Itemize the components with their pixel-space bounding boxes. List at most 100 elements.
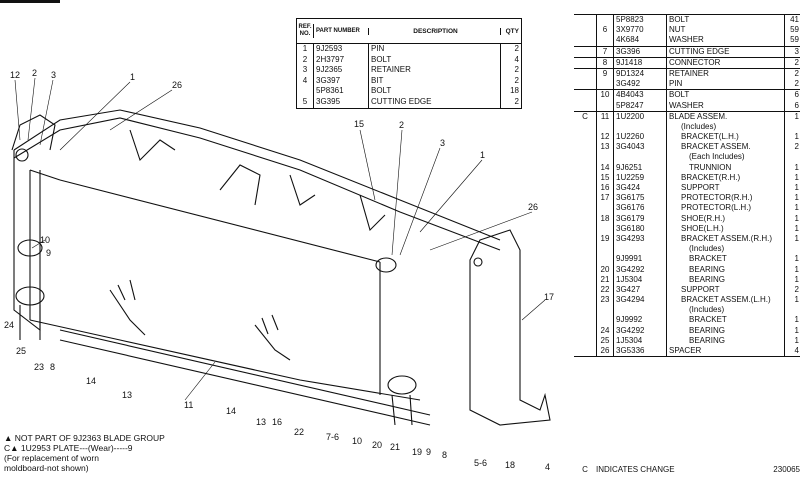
qty-cell (785, 122, 800, 132)
description-cell: SUPPORT (667, 284, 785, 296)
qty-cell: 1 (794, 193, 799, 203)
callout-16: 16 (272, 417, 282, 427)
part-number-cell: 5P8361 (314, 86, 369, 97)
callout-4: 4 (545, 462, 550, 472)
description-cell: BOLT (369, 86, 501, 97)
callout-3: 3 (51, 70, 56, 80)
qty-cell: 59 (790, 35, 799, 45)
change-cell (574, 254, 596, 264)
callout-15: 15 (354, 119, 364, 129)
change-marker: C (582, 465, 588, 474)
part-number-cell: 4B4043 (614, 90, 667, 101)
description-cell: BEARING (667, 325, 785, 336)
change-cell (574, 244, 596, 254)
top-table-header: REF. NO. PART NUMBER DESCRIPTION QTY (297, 19, 521, 44)
ref-cell (596, 79, 614, 90)
callout-13: 13 (122, 390, 132, 400)
description-cell: BRACKET ASSEM.(L.H.) (667, 295, 785, 306)
left-upper-bracket (17, 239, 43, 257)
ref-cell (596, 152, 614, 163)
part-number-cell: 9J1418 (614, 57, 667, 68)
parts-row: (Includes) (574, 121, 800, 133)
change-cell (574, 336, 596, 346)
description-cell: CUTTING EDGE (369, 96, 501, 108)
qty-cell: 2 (514, 65, 519, 75)
change-cell (574, 305, 596, 315)
change-cell (574, 173, 596, 183)
description-cell: PROTECTOR(R.H.) (667, 193, 785, 204)
qty-cell (785, 152, 800, 162)
description-cell: PROTECTOR(L.H.) (667, 203, 785, 214)
callout-19: 19 (412, 447, 422, 457)
part-number-cell (614, 305, 667, 316)
callout-11: 11 (184, 400, 193, 410)
callout-1: 1 (130, 72, 135, 82)
qty-cell: 2 (794, 284, 799, 294)
ref-cell: 15 (596, 172, 614, 183)
change-cell (574, 265, 596, 275)
callout-12: 12 (10, 70, 20, 80)
qty-cell: 2 (794, 142, 799, 152)
part-number-cell: 5P8823 (614, 15, 667, 26)
part-number-cell: 3G424 (614, 183, 667, 194)
ref-cell: 19 (596, 233, 614, 245)
ref-cell: 12 (596, 132, 614, 143)
description-cell: BEARING (667, 264, 785, 275)
ref-cell (596, 244, 614, 255)
callout-10: 10 (40, 235, 50, 245)
part-number-cell: 9J2365 (314, 65, 369, 76)
change-cell (574, 15, 596, 25)
callout-10b: 10 (352, 436, 362, 446)
qty-cell: 2 (794, 79, 799, 89)
ref-cell: 17 (596, 193, 614, 204)
part-number-cell: 3G4043 (614, 142, 667, 153)
part-number-cell: 2H3797 (314, 54, 369, 66)
ref-cell: 24 (596, 325, 614, 336)
moldboard-face (29, 170, 421, 401)
qty-cell: 1 (794, 254, 799, 264)
left-end-bit (13, 150, 41, 332)
blade-exploded-drawing: 12 2 3 1 26 15 2 3 1 26 17 10 9 24 25 23… (4, 68, 554, 472)
change-cell (574, 224, 596, 234)
change-cell (574, 152, 596, 162)
qty-cell: 2 (794, 57, 799, 67)
qty-cell: 3 (794, 46, 799, 56)
ref-cell: 26 (596, 346, 614, 357)
callout-14b: 14 (226, 406, 236, 416)
callout-8: 8 (50, 362, 55, 372)
description-cell: BRACKET ASSEM.(R.H.) (667, 233, 785, 245)
description-cell: PIN (369, 44, 501, 55)
ref-cell (596, 15, 614, 26)
ref-cell: 9 (596, 68, 614, 80)
qty-cell: 2 (794, 68, 799, 78)
description-cell: BRACKET(R.H.) (667, 172, 785, 183)
description-cell: BOLT (369, 54, 501, 66)
description-cell: BRACKET(L.H.) (667, 132, 785, 143)
change-cell (574, 35, 596, 45)
callout-8b: 8 (442, 450, 447, 460)
part-number-cell (614, 244, 667, 255)
callout-2b: 2 (399, 120, 404, 130)
change-cell (574, 234, 596, 244)
ref-cell (596, 35, 614, 46)
ref-cell: 8 (596, 57, 614, 68)
callout-20: 20 (372, 440, 382, 450)
part-number-cell: 1J5304 (614, 274, 667, 285)
part-number-cell: 1U2259 (614, 172, 667, 183)
qty-cell: 6 (794, 100, 799, 110)
description-cell: SHOE(L.H.) (667, 223, 785, 234)
part-number-cell: 1J5304 (614, 335, 667, 346)
description-cell: BRACKET (667, 315, 785, 326)
part-number-cell: 3G4292 (614, 325, 667, 336)
